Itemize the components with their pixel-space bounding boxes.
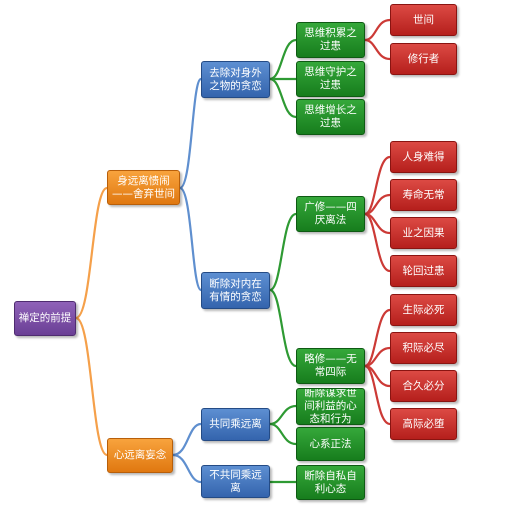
sub-common-vehicle[interactable]: 共同乘远离 [201, 408, 270, 441]
item-increase-fault[interactable]: 思维增长之过患 [296, 99, 365, 135]
leaf-practitioner[interactable]: 修行者 [390, 43, 457, 75]
item-guarding-fault[interactable]: 思维守护之过患 [296, 61, 365, 97]
group-four-impermanence[interactable]: 略修——无常四际 [296, 348, 365, 384]
leaf-precious-human-birth[interactable]: 人身难得 [390, 141, 457, 173]
branch-mind-seclusion[interactable]: 心远离妄念 [107, 438, 173, 473]
leaf-samsara-suffering[interactable]: 轮回过患 [390, 255, 457, 287]
leaf-meeting-ends-in-parting[interactable]: 合久必分 [390, 370, 457, 402]
leaf-karma[interactable]: 业之因果 [390, 217, 457, 249]
sub-external-attachment[interactable]: 去除对身外之物的贪恋 [201, 61, 270, 98]
group-four-renunciations[interactable]: 广修——四厌离法 [296, 196, 365, 232]
sub-uncommon-vehicle[interactable]: 不共同乘远离 [201, 465, 270, 498]
branch-body-seclusion[interactable]: 身远离愦闹——舍弃世间 [107, 170, 180, 205]
leaf-world[interactable]: 世间 [390, 4, 457, 36]
item-mind-on-dharma[interactable]: 心系正法 [296, 427, 365, 461]
leaf-birth-ends-in-death[interactable]: 生际必死 [390, 294, 457, 326]
sub-internal-attachment[interactable]: 断除对内在有情的贪恋 [201, 272, 270, 309]
leaf-height-ends-in-fall[interactable]: 高际必堕 [390, 408, 457, 440]
item-accumulation-fault[interactable]: 思维积累之过患 [296, 22, 365, 58]
root-node[interactable]: 禅定的前提 [14, 301, 76, 336]
leaf-impermanence-of-life[interactable]: 寿命无常 [390, 179, 457, 211]
item-abandon-worldly-gain[interactable]: 断除谋求世间利益的心态和行为 [296, 388, 365, 425]
leaf-accumulation-ends[interactable]: 积际必尽 [390, 332, 457, 364]
item-abandon-selfishness[interactable]: 断除自私自利心态 [296, 465, 365, 500]
